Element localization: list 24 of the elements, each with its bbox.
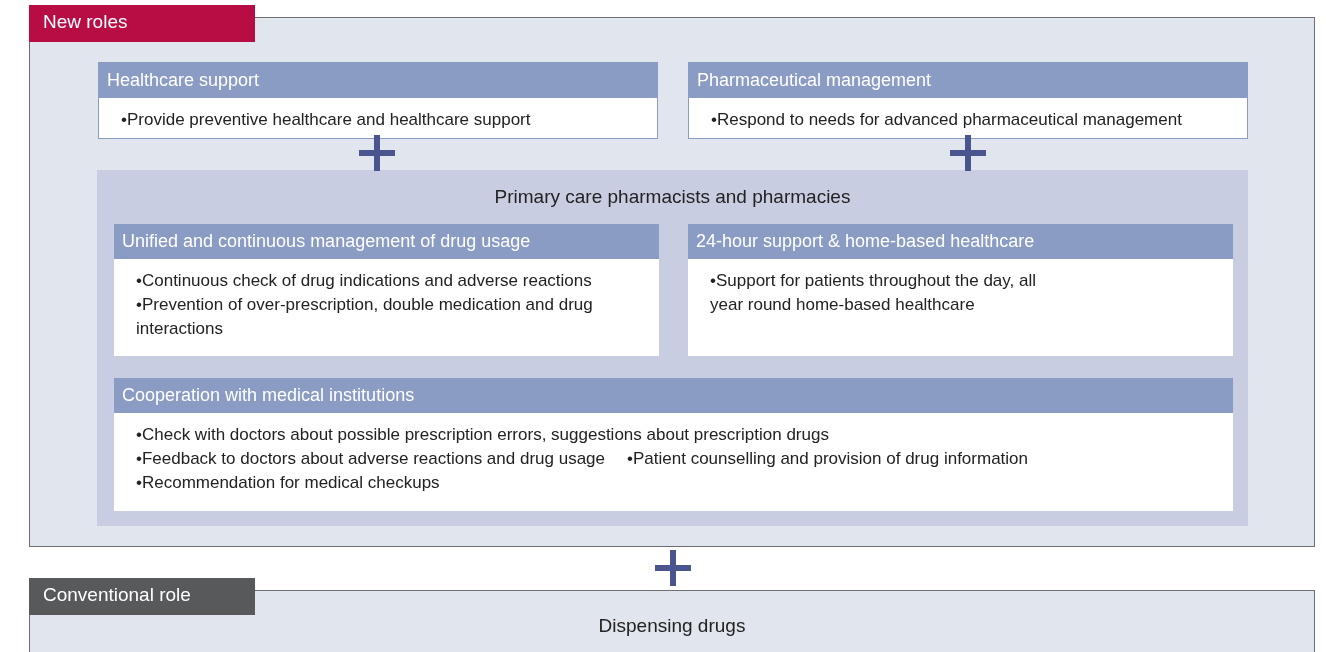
card-header: Healthcare support: [99, 63, 657, 98]
body-text: Dispensing drugs: [597, 615, 747, 637]
bullet-text: •Patient counselling and provision of drug information: [627, 448, 1028, 470]
card-header: 24-hour support & home-based healthcare: [688, 224, 1233, 259]
bullet-text: •Feedback to doctors about adverse reactions and drug usage: [136, 448, 606, 470]
card-header: Unified and continuous management of drug usage: [114, 224, 659, 259]
info-card: [114, 224, 659, 356]
card-header: Pharmaceutical management: [689, 63, 1247, 98]
bullet-text: •Prevention of over-prescription, double medication and drug interactions: [136, 294, 594, 340]
card-header: Cooperation with medical institutions: [114, 378, 1233, 413]
info-card: [98, 62, 658, 139]
heading-tab: New roles: [29, 5, 255, 42]
group-title: Primary care pharmacists and pharmacies: [493, 186, 852, 208]
info-card: [688, 62, 1248, 139]
bullet-text: •Respond to needs for advanced pharmaceutical management: [711, 109, 1183, 131]
bullet-text: •Check with doctors about possible prescription errors, suggestions about prescription drugs: [136, 424, 830, 446]
bullet-text: •Support for patients throughout the day, all year round home-based healthcare: [710, 270, 1037, 316]
info-card: [114, 378, 1233, 511]
bullet-text: •Recommendation for medical checkups: [136, 472, 441, 494]
heading-tab: Conventional role: [29, 578, 255, 615]
bullet-text: •Continuous check of drug indications and adverse reactions: [136, 270, 593, 292]
group-panel: [97, 170, 1248, 526]
bullet-text: •Provide preventive healthcare and healthcare support: [121, 109, 532, 131]
info-card: [688, 224, 1233, 356]
